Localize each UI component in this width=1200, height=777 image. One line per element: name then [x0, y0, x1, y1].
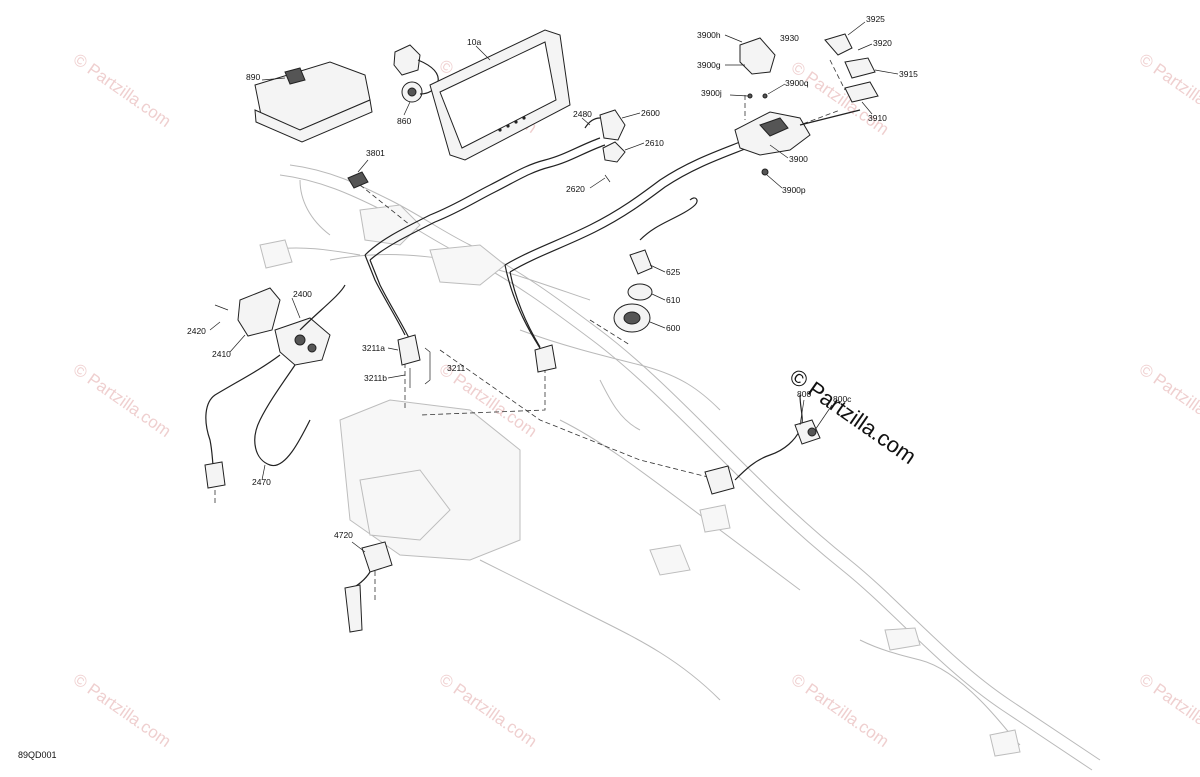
watermark-prominent: © Partzilla.com	[785, 364, 921, 470]
ghost-frame	[259, 164, 1101, 771]
callout-labels: 890 860 10a 3801 2480 2600 2610 2620 390…	[187, 14, 918, 540]
watermark: © Partzilla.com	[70, 670, 175, 751]
callout-800: 800	[797, 389, 811, 399]
callout-3900g: 3900g	[697, 60, 721, 70]
watermark: © Partzilla.com	[1136, 360, 1200, 441]
callout-2600: 2600	[641, 108, 660, 118]
callout-3900q: 3900q	[785, 78, 809, 88]
callout-3920: 3920	[873, 38, 892, 48]
callout-610: 610	[666, 295, 680, 305]
switch-800	[704, 394, 821, 495]
ignition-group-600	[613, 197, 698, 333]
connector-group-2600	[584, 109, 626, 183]
callout-3925: 3925	[866, 14, 885, 24]
callout-3900: 3900	[789, 154, 808, 164]
watermarks: © Partzilla.com © Partzilla.com © Partzi…	[70, 50, 1200, 751]
callout-2400: 2400	[293, 289, 312, 299]
callout-800c: 800c	[833, 394, 852, 404]
leader-lines	[209, 21, 899, 553]
callout-10a: 10a	[467, 37, 481, 47]
callout-2410: 2410	[212, 349, 231, 359]
module-890	[254, 61, 373, 143]
callout-3900h: 3900h	[697, 30, 721, 40]
callout-2620: 2620	[566, 184, 585, 194]
callout-600: 600	[666, 323, 680, 333]
callout-860: 860	[397, 116, 411, 126]
callout-3910: 3910	[868, 113, 887, 123]
callout-3930: 3930	[780, 33, 799, 43]
callout-890: 890	[246, 72, 260, 82]
callout-625: 625	[666, 267, 680, 277]
callout-3211a: 3211a	[362, 343, 385, 353]
callout-3801: 3801	[366, 148, 385, 158]
main-harness	[364, 137, 751, 356]
connector-3211	[397, 334, 557, 388]
switch-860	[393, 44, 439, 103]
callout-2610: 2610	[645, 138, 664, 148]
watermark: © Partzilla.com	[1136, 670, 1200, 751]
callout-2480: 2480	[573, 109, 592, 119]
display-10a	[429, 29, 571, 161]
callout-3211b: 3211b	[364, 373, 387, 383]
connector-4720	[344, 541, 393, 633]
switch-panel-2400	[204, 284, 346, 489]
watermark: © Partzilla.com	[70, 360, 175, 441]
callout-3900j: 3900j	[701, 88, 722, 98]
clip-3801	[347, 171, 369, 189]
watermark: © Partzilla.com	[436, 670, 541, 751]
callout-2420: 2420	[187, 326, 206, 336]
diagram-code: 89QD001	[18, 750, 57, 760]
watermark: © Partzilla.com	[70, 50, 175, 131]
callout-3211: 3211	[447, 363, 466, 373]
watermark: © Partzilla.com	[1136, 50, 1200, 131]
callout-4720: 4720	[334, 530, 353, 540]
watermark: © Partzilla.com	[788, 670, 893, 751]
switch-assembly-3900	[734, 33, 879, 176]
callout-3915: 3915	[899, 69, 918, 79]
callout-2470: 2470	[252, 477, 271, 487]
callout-3900p: 3900p	[782, 185, 806, 195]
